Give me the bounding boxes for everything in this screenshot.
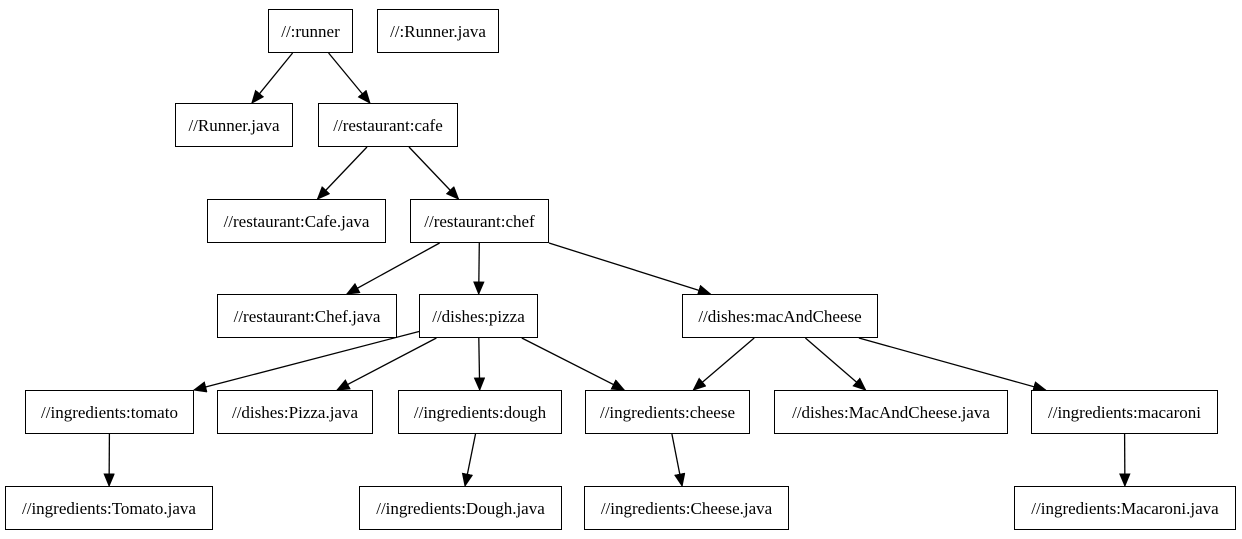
graph-node-chef: //restaurant:chef [410, 199, 549, 243]
graph-edge-pizza-to-pizza_java [337, 337, 437, 390]
graph-node-tomato: //ingredients:tomato [25, 390, 194, 434]
graph-edge-cafe-to-cafe_java [318, 146, 368, 199]
graph-edge-pizza-to-dough [479, 337, 480, 390]
graph-edge-pizza-to-tomato [194, 330, 420, 391]
graph-node-chef-java: //restaurant:Chef.java [217, 294, 397, 338]
graph-edge-pizza-to-cheese [521, 337, 624, 390]
graph-edge-mac-to-macaroni [858, 337, 1046, 390]
graph-edge-cheese-to-cheese_java [671, 433, 682, 486]
graph-edge-mac-to-cheese [693, 337, 755, 390]
graph-node-runner-java: //Runner.java [175, 103, 293, 147]
graph-node-cafe: //restaurant:cafe [318, 103, 458, 147]
graph-node-cheese-java: //ingredients:Cheese.java [584, 486, 789, 530]
graph-node-runner: //:runner [268, 9, 353, 53]
graph-node-cafe-java: //restaurant:Cafe.java [207, 199, 386, 243]
graph-edge-cafe-to-chef [408, 146, 459, 199]
graph-node-pizza-java: //dishes:Pizza.java [217, 390, 373, 434]
graph-edge-chef-to-mac [548, 242, 710, 294]
graph-node-mac-java: //dishes:MacAndCheese.java [774, 390, 1008, 434]
graph-edge-runner-to-cafe [328, 52, 370, 103]
graph-edge-mac-to-mac_java [804, 337, 865, 390]
graph-node-cheese: //ingredients:cheese [585, 390, 750, 434]
graph-edge-chef-to-chef_java [347, 242, 440, 294]
graph-edge-runner-to-runner_java [252, 52, 294, 103]
graph-edge-dough-to-dough_java [465, 433, 477, 486]
graph-node-mac: //dishes:macAndCheese [682, 294, 878, 338]
graph-node-pizza: //dishes:pizza [419, 294, 538, 338]
graph-node-macaroni-java: //ingredients:Macaroni.java [1014, 486, 1236, 530]
graph-edge-chef-to-pizza [479, 242, 480, 294]
graph-node-dough: //ingredients:dough [398, 390, 562, 434]
graph-node-tomato-java: //ingredients:Tomato.java [5, 486, 213, 530]
graph-node-dough-java: //ingredients:Dough.java [359, 486, 562, 530]
graph-node-macaroni: //ingredients:macaroni [1031, 390, 1218, 434]
graph-node-runner-java-root: //:Runner.java [377, 9, 499, 53]
